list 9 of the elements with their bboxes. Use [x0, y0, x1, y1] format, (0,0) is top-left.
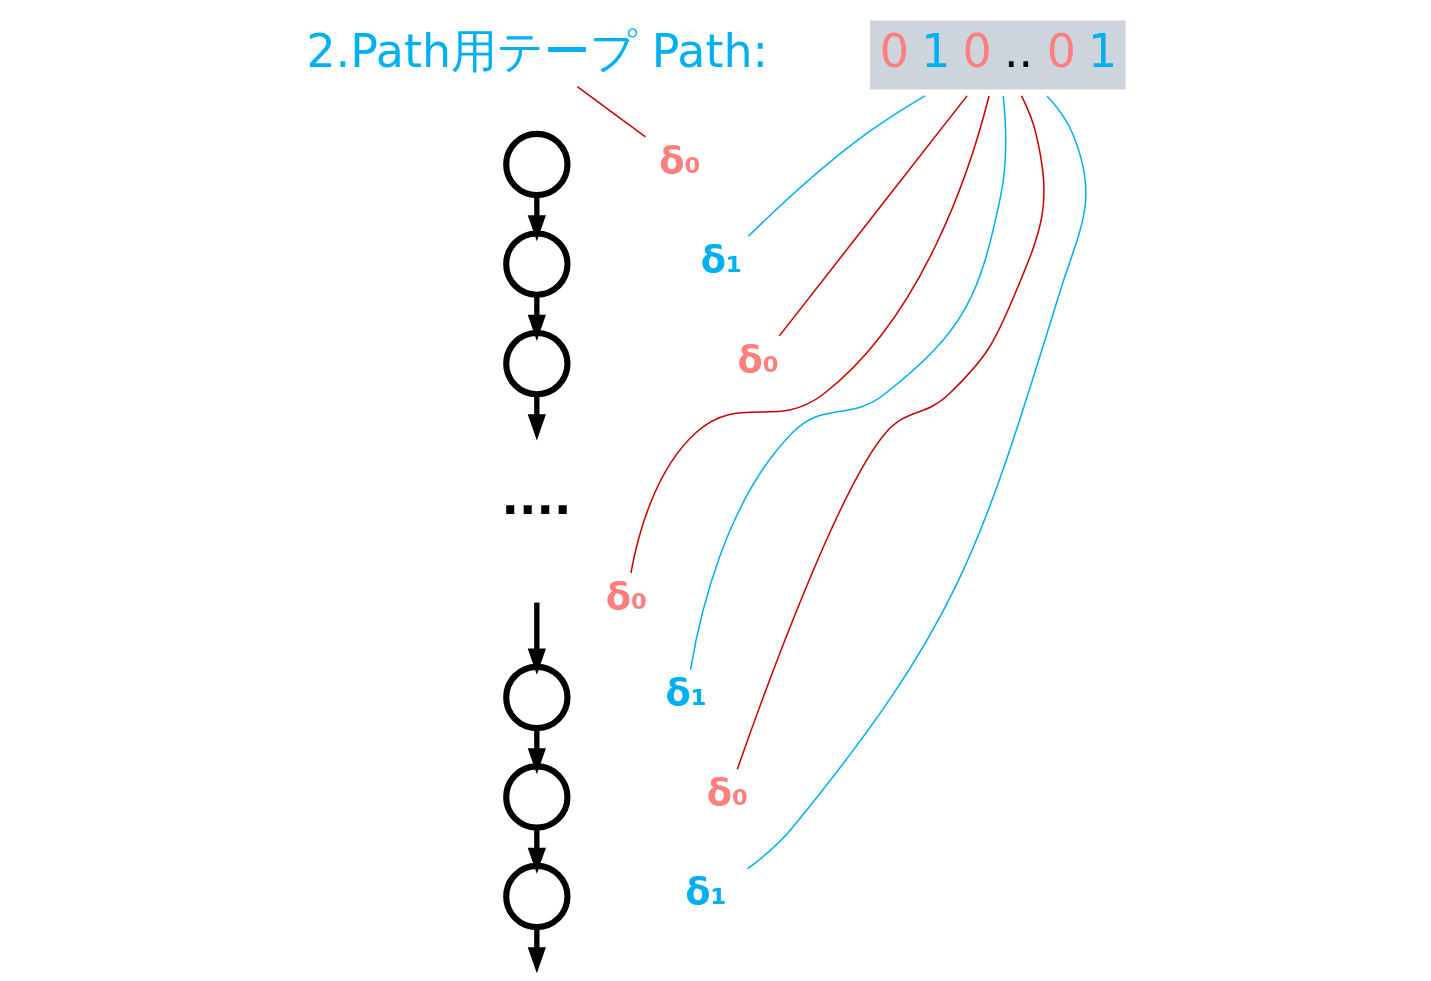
- node-text: δ₁: [664, 671, 707, 715]
- node-text: δ₁: [684, 870, 727, 914]
- node-text: δ₀: [736, 337, 779, 381]
- node-text: δ₀: [706, 770, 748, 814]
- node-text: δ₀: [658, 138, 701, 182]
- node-text: 2.Path用テープ Path:: [305, 23, 768, 78]
- label: ....: [501, 470, 571, 525]
- node-text: δ₁: [700, 238, 742, 282]
- node-text: δ₀: [605, 574, 647, 618]
